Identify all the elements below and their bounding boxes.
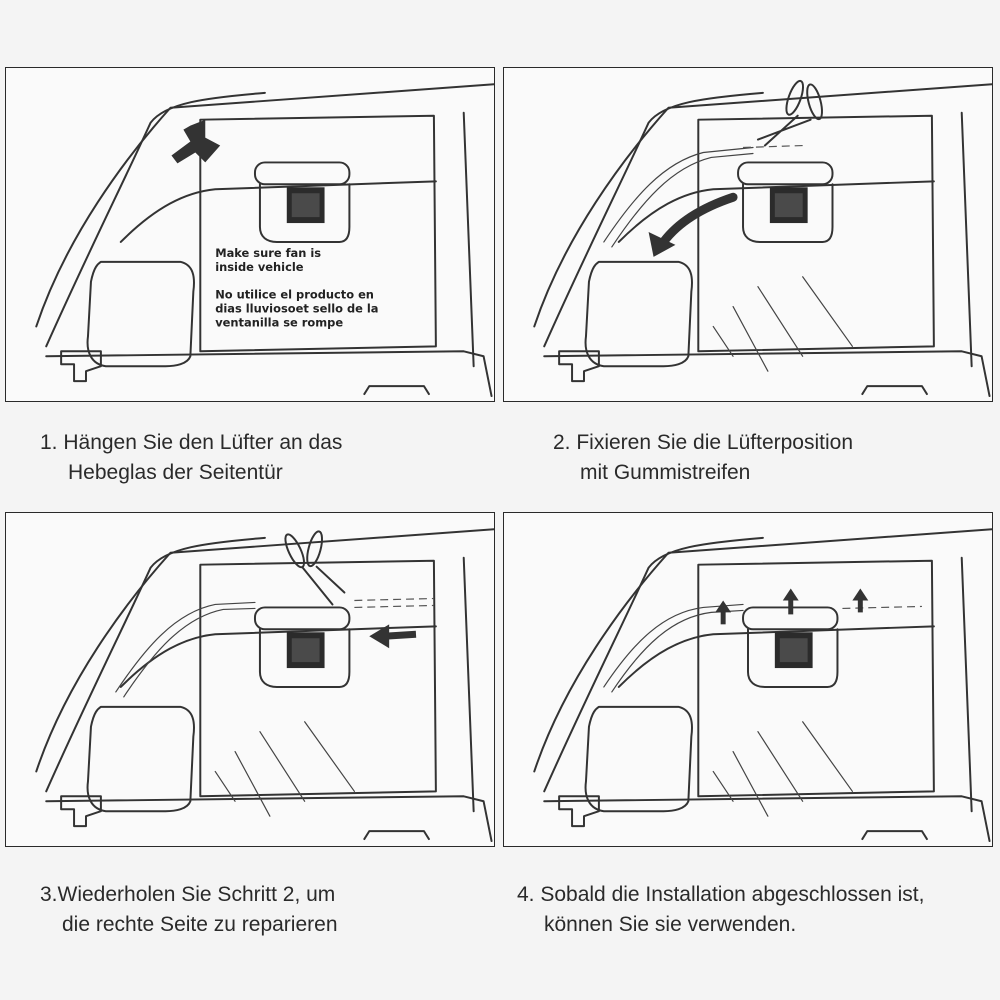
step-4-illustration: [503, 512, 993, 847]
step-4-caption: 4. Sobald die Installation abgeschlossen…: [517, 880, 924, 940]
note-line: Make sure fan is: [215, 246, 321, 260]
arrow-icon: [648, 192, 738, 257]
caption-line: 3.Wiederholen Sie Schritt 2, um: [40, 883, 336, 906]
caption-line: Hebeglas der Seitentür: [68, 461, 283, 484]
caption-line: die rechte Seite zu reparieren: [62, 913, 338, 936]
note-line: inside vehicle: [215, 260, 304, 274]
step-2-illustration: [503, 67, 993, 402]
scissors-icon: [284, 530, 346, 606]
caption-line: 2. Fixieren Sie die Lüfterposition: [553, 431, 853, 454]
note-line: No utilice el producto en: [215, 288, 374, 302]
up-arrow-icon: [715, 600, 732, 625]
caption-line: 4. Sobald die Installation abgeschlossen…: [517, 883, 925, 906]
arrow-icon: [369, 624, 417, 649]
car-door-diagram: [533, 79, 992, 398]
step-2-caption: 2. Fixieren Sie die Lüfterposition mit G…: [553, 428, 853, 488]
step-3-illustration: [5, 512, 495, 847]
step-1-caption: 1. Hängen Sie den Lüfter an das Hebeglas…: [40, 428, 342, 488]
arrow-icon: [171, 119, 221, 164]
caption-line: mit Gummistreifen: [580, 461, 751, 484]
step-1-illustration: Make sure fan is inside vehicle No utili…: [5, 67, 495, 402]
note-line: dias lluviosoet sello de la: [215, 302, 378, 316]
scissors-icon: [756, 79, 823, 147]
up-arrow-icon: [852, 588, 869, 613]
up-arrow-icon: [782, 588, 799, 615]
car-door-diagram: [533, 527, 992, 843]
car-door-diagram: Make sure fan is inside vehicle No utili…: [35, 82, 494, 398]
note-line: ventanilla se rompe: [215, 315, 343, 329]
caption-line: 1. Hängen Sie den Lüfter an das: [40, 431, 343, 454]
step-3-caption: 3.Wiederholen Sie Schritt 2, um die rech…: [40, 880, 338, 940]
car-door-diagram: [35, 527, 494, 843]
caption-line: können Sie sie verwenden.: [544, 913, 797, 936]
